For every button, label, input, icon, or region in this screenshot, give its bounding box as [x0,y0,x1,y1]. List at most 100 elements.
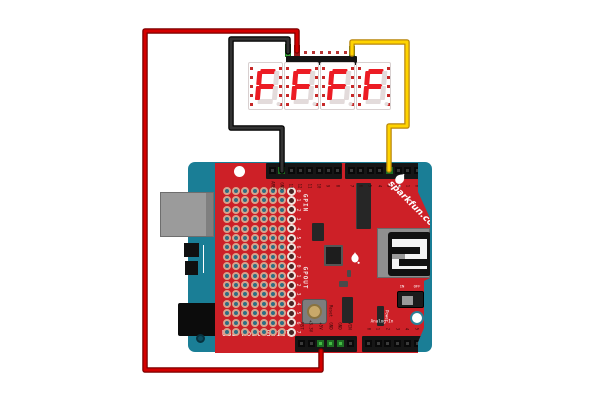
header-socket[interactable] [357,167,365,174]
proto-hole [241,252,250,261]
pwr-sel-bracket [200,245,204,273]
digit-pin [279,94,282,97]
usb-b-shading [206,193,213,236]
header-pin-label: 12 [297,183,303,189]
proto-hole [250,187,259,195]
pwr-sel-jumper-2[interactable] [185,261,198,275]
header-socket[interactable] [376,167,384,174]
proto-hole [259,318,268,327]
usb-b-connector [160,192,214,237]
header-socket[interactable] [366,167,374,174]
proto-hole [278,318,287,327]
segment-D [329,99,345,104]
digit-pin [351,85,354,88]
proto-hole [241,215,250,224]
header-socket[interactable] [324,167,332,174]
header-socket[interactable] [346,340,354,347]
digit-glyph [283,63,322,111]
gpout-number: 7 [295,330,301,334]
proto-hole [269,234,277,242]
digit-pin [322,85,325,88]
header-socket-connected[interactable] [336,340,344,347]
header-socket[interactable] [374,340,382,347]
digit-glyph [319,63,358,111]
proto-hole [278,234,287,242]
proto-hole [278,205,287,214]
header-socket[interactable] [404,167,412,174]
proto-hole [278,281,287,289]
digit-pin [286,85,289,88]
header-pin-label: RST [299,322,304,330]
proto-hole [250,290,259,299]
pwr-sel-jumper[interactable] [184,243,199,257]
gpin-number: 1 [295,198,301,202]
mounting-hole-bottom-right [410,311,424,325]
proto-hole [278,271,287,280]
ground-wire[interactable] [228,36,291,174]
digit-pin [387,94,390,97]
header-socket[interactable] [403,340,411,347]
proto-hole [232,290,241,299]
proto-hole [223,196,231,205]
digit-pin [315,67,318,70]
proto-hole [241,281,250,289]
reset-button-cap[interactable] [307,304,322,319]
proto-hole [278,290,287,299]
proto-hole [232,224,241,233]
digit-pin [387,67,390,70]
header-pin-label: 1 [405,184,411,188]
gpin-label: GPIN [301,193,309,213]
proto-hole [259,290,268,299]
header-socket-connected[interactable] [317,340,325,347]
proto-hole [259,234,268,242]
segment-E [326,86,334,100]
proto-hole [232,243,241,252]
segment-DP [276,102,281,106]
header-socket[interactable] [287,167,295,174]
digit-module[interactable] [248,62,283,110]
header-socket-connected[interactable] [278,167,286,174]
digit-pin [351,76,354,79]
header-socket[interactable] [365,340,372,347]
proto-hole [259,187,268,195]
header-socket[interactable] [395,167,402,174]
header-socket[interactable] [348,167,355,174]
digit-pin [315,85,318,88]
proto-hole [259,299,268,308]
header-socket[interactable] [306,167,314,174]
gpin-number: 2 [295,208,301,212]
proto-hole [250,224,259,233]
usb-a-port-tongue [392,254,405,259]
header-pin-dot [320,51,323,54]
header-socket[interactable] [334,167,342,174]
proto-hole [223,309,231,318]
power-switch-knob[interactable] [402,296,413,305]
signal-wire[interactable] [349,39,410,173]
header-socket[interactable] [298,340,305,347]
header-socket[interactable] [269,167,276,174]
header-pin-label: VIN [347,322,353,330]
proto-hole [278,299,287,308]
proto-hole [269,205,277,214]
digit-module[interactable] [320,62,355,110]
proto-hole [232,262,241,271]
header-socket[interactable] [384,340,392,347]
header-socket[interactable] [307,340,315,347]
segment-F [292,71,299,85]
proto-hole [232,205,241,214]
switch-on-label: IN [399,283,405,289]
header-socket[interactable] [296,167,304,174]
digit-pin [250,67,253,70]
header-socket-connected[interactable] [327,340,335,347]
usb-host-shield-board[interactable]: GPIN GPOUT sparkfun.com Reset [215,163,430,353]
header-socket[interactable] [315,167,323,174]
header-socket[interactable] [394,340,402,347]
proto-hole [269,262,277,271]
proto-hole [241,234,250,242]
digit-module[interactable] [284,62,319,110]
header-socket-connected[interactable] [385,167,393,174]
reset-button[interactable] [302,299,327,324]
digit-module[interactable] [356,62,391,110]
power-switch[interactable] [397,291,424,308]
